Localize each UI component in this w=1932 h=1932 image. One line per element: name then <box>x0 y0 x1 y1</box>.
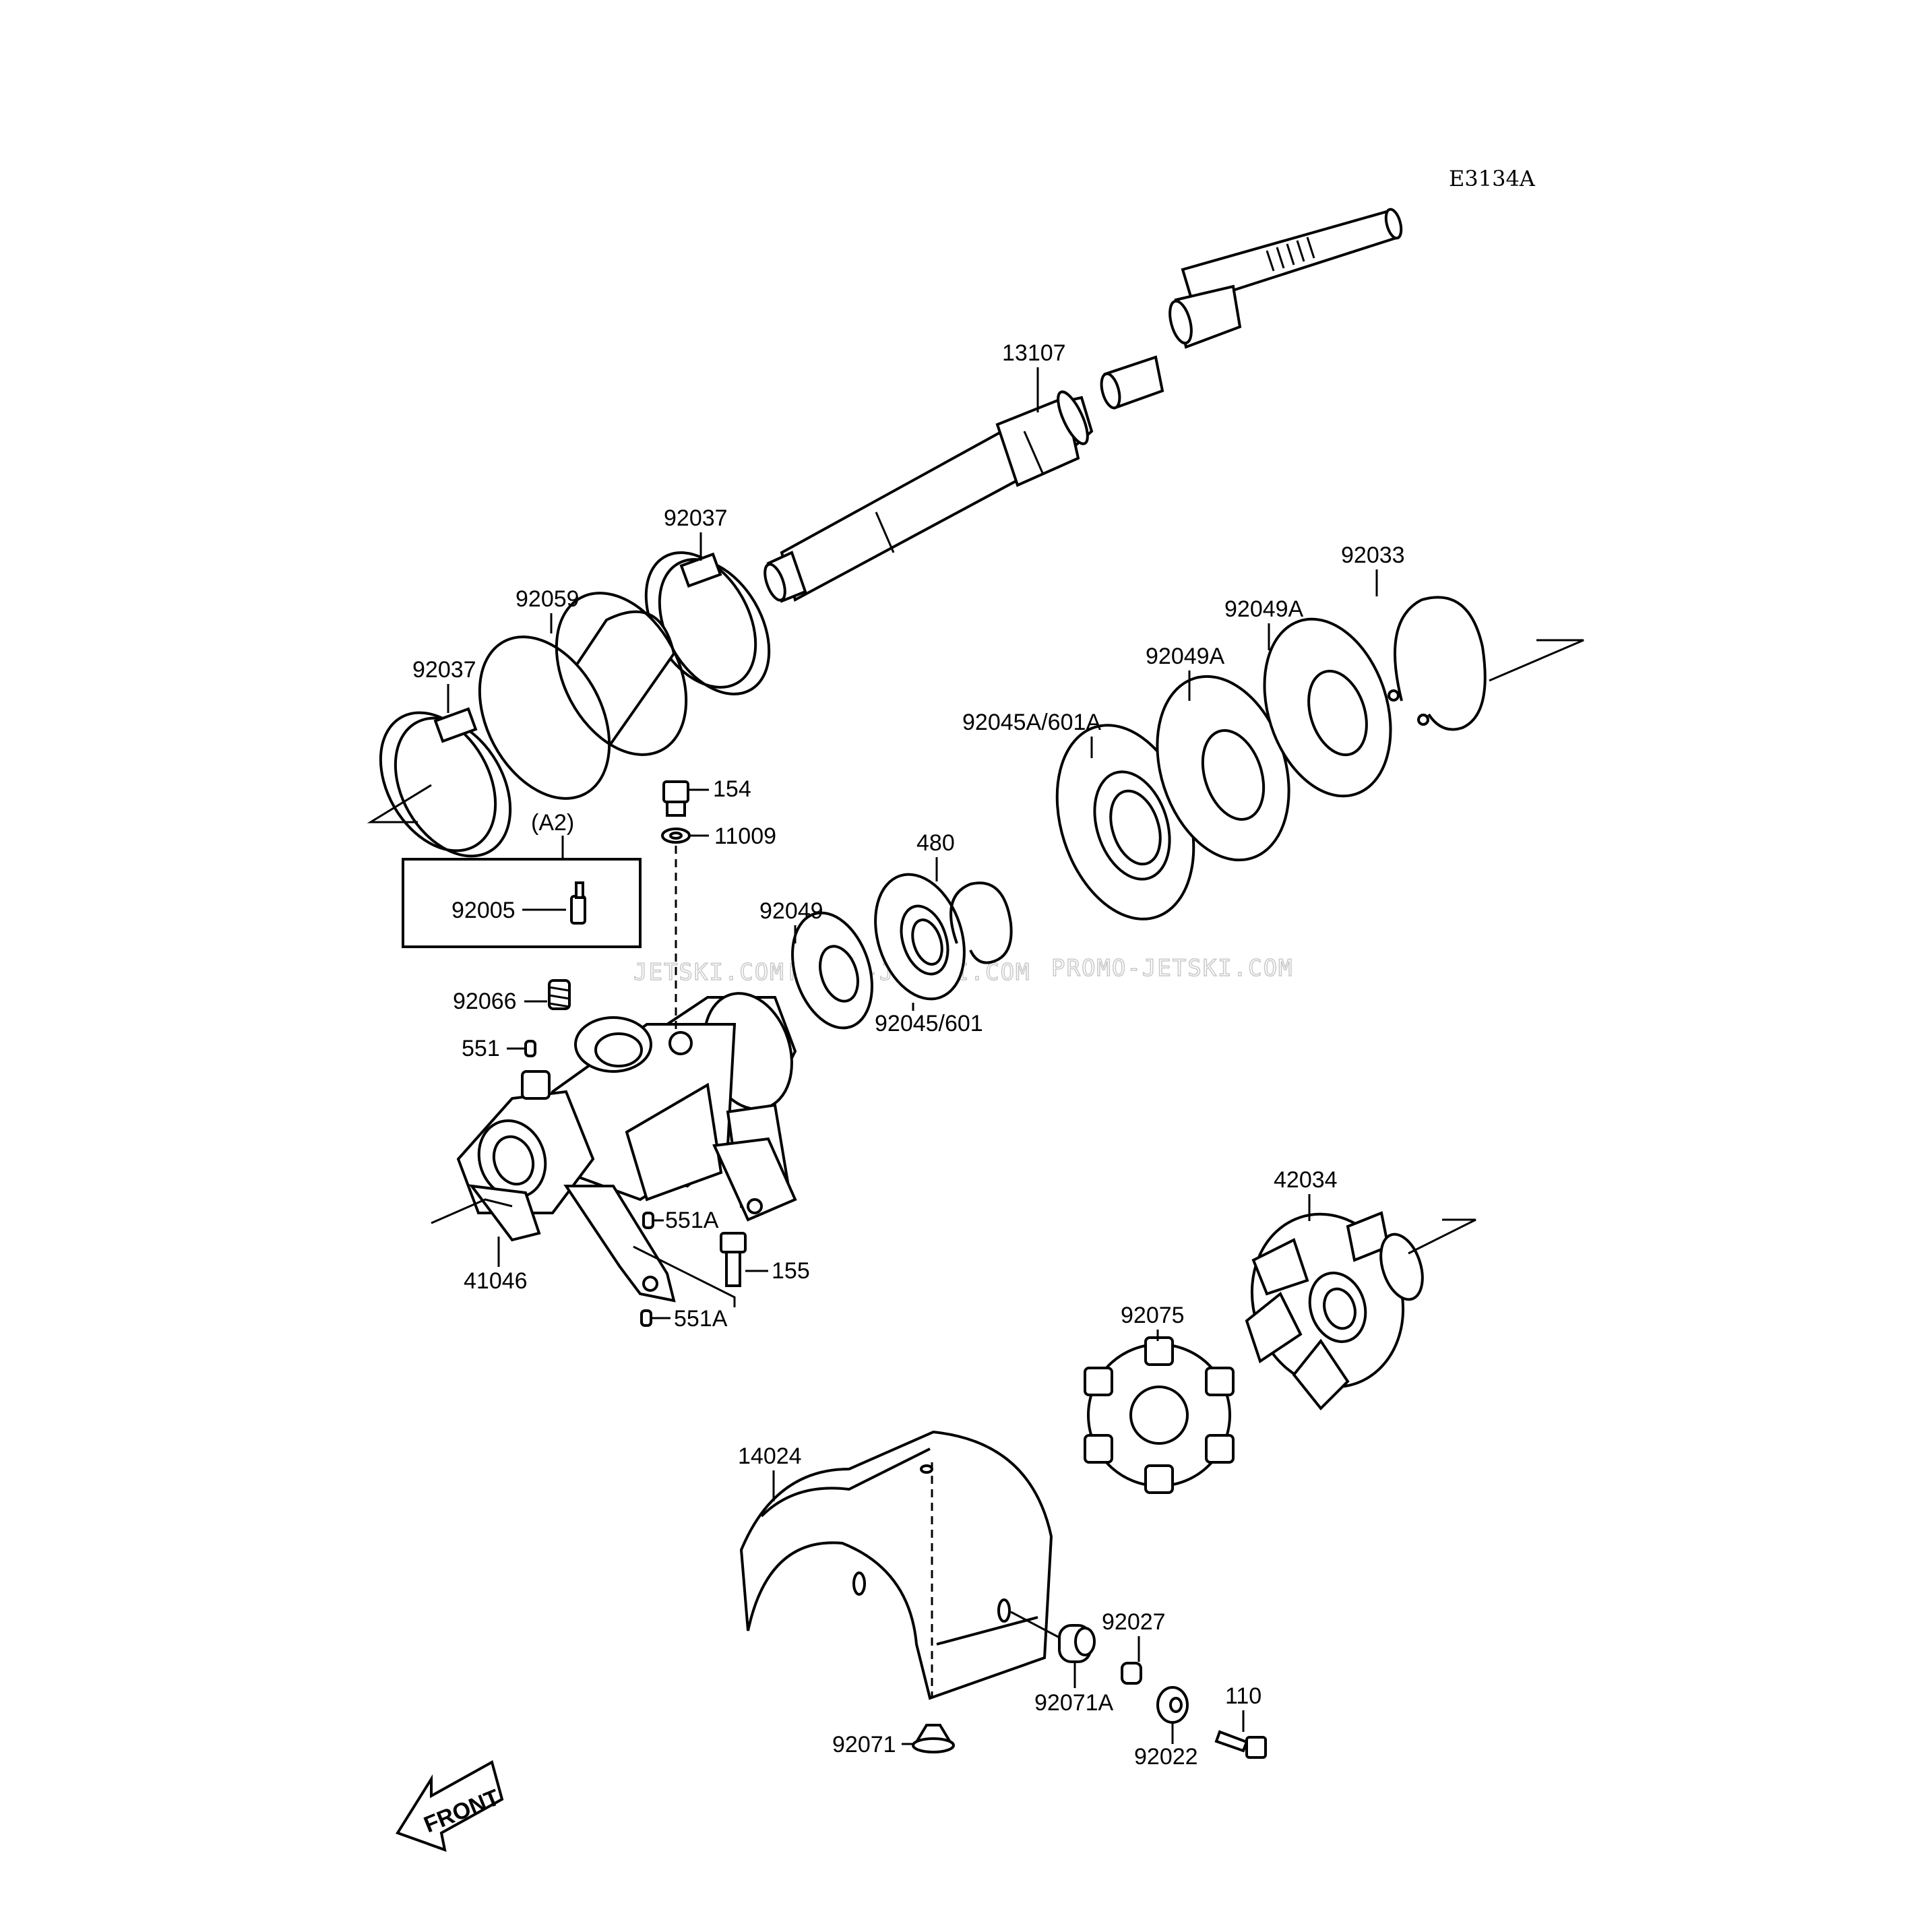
label-92049A-top: 92049A <box>1224 596 1304 622</box>
label-13107: 13107 <box>1002 340 1066 366</box>
watermark-text-3: PROMO-JETSKI.COM <box>1051 955 1294 982</box>
rear-seal-2[interactable] <box>1243 602 1412 812</box>
label-92066: 92066 <box>453 989 517 1014</box>
dowel-pin-551A-lower[interactable] <box>640 1309 652 1327</box>
grease-fitting-cap[interactable] <box>662 780 689 817</box>
label-41046: 41046 <box>464 1268 528 1294</box>
label-155: 155 <box>772 1258 810 1284</box>
label-92027: 92027 <box>1102 1609 1166 1635</box>
diagram-code: E3134A <box>1449 166 1536 191</box>
front-axis-line <box>431 1198 513 1224</box>
drive-shaft[interactable] <box>761 208 1404 603</box>
label-92005: 92005 <box>451 898 516 923</box>
front-seal[interactable] <box>778 902 885 1038</box>
front-circlip[interactable] <box>949 881 1013 964</box>
label-11009: 11009 <box>714 823 776 849</box>
label-92049: 92049 <box>759 898 823 924</box>
collar-92027[interactable] <box>1121 1662 1142 1685</box>
rear-seal-1[interactable] <box>1135 659 1311 877</box>
watermark-text-1: JETSKI.COM <box>633 959 785 986</box>
coupling-axis <box>1408 1218 1476 1255</box>
label-92071: 92071 <box>832 1732 896 1757</box>
washer-92022[interactable] <box>1156 1686 1189 1724</box>
front-arrow: FRONT <box>395 1760 504 1852</box>
label-92037-left: 92037 <box>412 657 476 683</box>
coupling-hose[interactable] <box>454 571 712 821</box>
grommet-92071[interactable] <box>912 1724 955 1753</box>
bolt-110[interactable] <box>1214 1730 1267 1759</box>
label-92022: 92022 <box>1134 1744 1198 1770</box>
dowel-pin[interactable] <box>524 1040 536 1057</box>
labels: 13107 92037 92059 92037 92033 92049A 920… <box>367 340 1405 1770</box>
rear-shaft-axis <box>1489 639 1584 682</box>
label-92045A-601A: 92045A/601A <box>962 710 1101 735</box>
label-551A-lower: 551A <box>674 1306 728 1332</box>
label-92075: 92075 <box>1121 1303 1185 1328</box>
drive-coupling[interactable] <box>1230 1194 1430 1410</box>
label-92037-top: 92037 <box>664 505 728 531</box>
rear-circlip[interactable] <box>1388 596 1487 731</box>
label-480: 480 <box>916 830 955 856</box>
label-110: 110 <box>1225 1683 1261 1709</box>
label-92071A: 92071A <box>1034 1690 1114 1716</box>
dowel-pin-551A-upper[interactable] <box>642 1212 654 1229</box>
label-154: 154 <box>713 776 751 802</box>
coupling-cover[interactable] <box>739 1430 1053 1700</box>
label-42034: 42034 <box>1274 1167 1338 1193</box>
label-551: 551 <box>462 1036 500 1061</box>
label-92033: 92033 <box>1341 542 1405 568</box>
spring[interactable] <box>548 979 571 1010</box>
label-14024: 14024 <box>738 1443 802 1469</box>
coupling-damper[interactable] <box>1084 1336 1235 1494</box>
label-92045-601: 92045/601 <box>875 1011 983 1036</box>
label-92049A-mid: 92049A <box>1146 644 1225 669</box>
front-bearing[interactable] <box>861 863 980 1010</box>
bearing-housing[interactable] <box>456 982 806 1303</box>
label-variant: (A2) <box>531 810 574 836</box>
washer[interactable] <box>661 828 691 844</box>
label-92059: 92059 <box>516 586 580 612</box>
label-551A-upper: 551A <box>665 1208 719 1233</box>
leader-155-bracket <box>633 1245 736 1307</box>
leader-grommet <box>1010 1611 1060 1639</box>
variant-box <box>402 836 642 948</box>
bolt-155[interactable] <box>720 1232 747 1287</box>
grommet-92071A[interactable] <box>1058 1624 1096 1663</box>
